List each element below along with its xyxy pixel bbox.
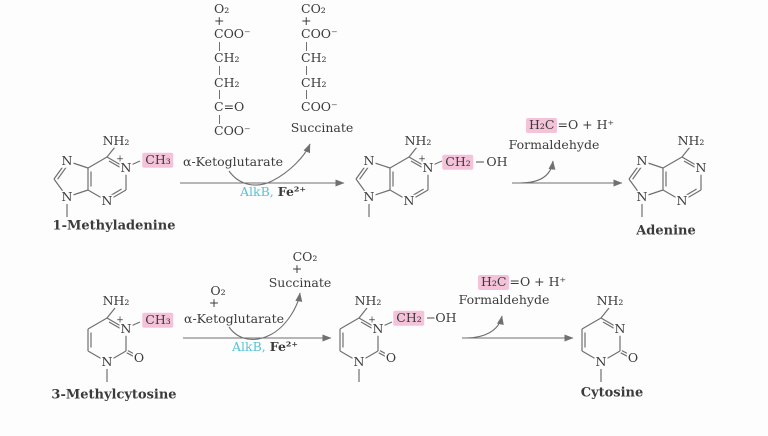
formaldehyde-curve-arrow-bottom <box>465 315 504 339</box>
amine-group-label: NH₂ <box>101 132 131 148</box>
n3-atom-label: N <box>613 320 627 336</box>
formula-o2: O₂ <box>210 282 226 298</box>
formula-coo: COO⁻ <box>214 25 251 41</box>
bond-bar <box>219 66 220 76</box>
plus-charge: + <box>116 154 124 165</box>
n3-atom-label: N <box>100 192 114 208</box>
formula-ch2: CH₂ <box>301 74 327 90</box>
alpha-ketoglutarate-label: α-Ketoglutarate <box>182 153 284 169</box>
formaldehyde-formula-bottom: H₂C =O + H⁺ <box>478 275 566 290</box>
adenine-label: Adenine <box>635 223 697 239</box>
formaldehyde-label: Formaldehyde <box>508 136 600 152</box>
formula-co2: CO₂ <box>292 248 318 264</box>
alpha-ketoglutarate-label: α-Ketoglutarate <box>184 310 284 326</box>
succinate-label: Succinate <box>289 119 355 135</box>
bond-bar <box>219 90 220 100</box>
methylcytosine-label: 3-Methylcytosine <box>50 387 178 403</box>
n3-atom-label: N <box>402 192 416 208</box>
carbonyl-oxygen-label: O <box>132 349 146 365</box>
succinate-structure: CO₂ + COO⁻ CH₂ CH₂ COO⁻ <box>301 1 338 114</box>
carbonyl-oxygen-label: O <box>384 349 398 365</box>
plus-charge: + <box>368 315 376 326</box>
hydroxyl-group-label: OH <box>485 153 509 169</box>
succinate-curve-arrow-bottom <box>228 292 303 340</box>
substituent-bonds <box>130 160 484 327</box>
hydroxymethyl-group-highlight: CH₂ <box>442 154 474 170</box>
methyladenine-label: 1-Methyladenine <box>51 218 177 234</box>
iron-cofactor-label: Fe²⁺ <box>269 339 298 354</box>
cytosine-skeleton <box>581 307 631 383</box>
amine-group-label: NH₂ <box>403 132 433 148</box>
plus-sign: + <box>291 260 303 276</box>
bond-bar <box>219 114 220 124</box>
amine-group-label: NH₂ <box>353 292 383 308</box>
amine-group-label: NH₂ <box>595 292 625 308</box>
formula-co2: CO₂ <box>301 1 326 16</box>
hydroxymethyl-cytosine-skeleton <box>339 307 389 383</box>
h2c-highlight: H₂C <box>478 275 510 290</box>
formula-coo: COO⁻ <box>301 25 338 41</box>
n1-atom-label: N <box>421 159 435 175</box>
formaldehyde-formula-rest: =O + H⁺ <box>557 117 615 132</box>
n1-atom-label: N <box>352 353 366 369</box>
alkb-enzyme-label: AlkB, <box>240 184 274 199</box>
bond-bar <box>306 41 307 51</box>
formula-coo: COO⁻ <box>214 123 251 139</box>
n3-atom-label: N <box>371 320 385 336</box>
n1-atom-label: N <box>100 353 114 369</box>
plus-sign: + <box>214 13 225 29</box>
formaldehyde-formula-top: H₂C =O + H⁺ <box>526 118 614 133</box>
bond-bar <box>219 41 220 51</box>
cytosine-label: Cytosine <box>579 385 645 401</box>
alpha-ketoglutarate-structure: O₂ + COO⁻ CH₂ CH₂ C=O COO⁻ <box>214 1 251 139</box>
formula-ch2: CH₂ <box>301 50 327 66</box>
h2c-highlight: H₂C <box>526 118 558 133</box>
n7-atom-label: N <box>635 152 649 168</box>
n7-atom-label: N <box>60 152 74 168</box>
formaldehyde-formula-rest: =O + H⁺ <box>509 274 567 289</box>
formula-coo: COO⁻ <box>301 98 338 114</box>
bond-bar <box>306 66 307 76</box>
formula-o2: O₂ <box>214 1 230 16</box>
n3-atom-label: N <box>675 192 689 208</box>
catalyst-top: AlkB, Fe²⁺ <box>240 184 306 199</box>
formaldehyde-curve-arrow-top <box>519 160 556 184</box>
formula-ch2: CH₂ <box>214 50 240 66</box>
succinate-label: Succinate <box>268 274 332 290</box>
formula-keto: C=O <box>214 98 245 114</box>
plus-sign: + <box>301 13 312 29</box>
amine-group-label: NH₂ <box>101 292 131 308</box>
hydroxyl-group-label: OH <box>434 309 458 325</box>
n9-atom-label: N <box>60 188 74 204</box>
methyl-group-highlight: CH₃ <box>142 152 174 168</box>
carbonyl-oxygen-label: O <box>626 349 640 365</box>
formaldehyde-label: Formaldehyde <box>458 291 550 307</box>
catalyst-bottom: AlkB, Fe²⁺ <box>232 339 298 354</box>
succinate-curve-arrow-top <box>228 143 311 186</box>
plus-charge: + <box>116 315 124 326</box>
n7-atom-label: N <box>362 152 376 168</box>
alkb-enzyme-label: AlkB, <box>232 339 266 354</box>
amine-group-label: NH₂ <box>676 132 706 148</box>
methylcytosine-skeleton <box>87 307 137 383</box>
plus-charge: + <box>418 154 426 165</box>
iron-cofactor-label: Fe²⁺ <box>277 184 306 199</box>
hydroxymethyl-group-highlight: CH₂ <box>393 310 425 326</box>
n1-atom-label: N <box>594 353 608 369</box>
n9-atom-label: N <box>362 188 376 204</box>
n9-atom-label: N <box>635 188 649 204</box>
bond-bar <box>306 90 307 100</box>
n1-atom-label: N <box>119 159 133 175</box>
n3-atom-label: N <box>119 320 133 336</box>
n1-atom-label: N <box>694 159 708 175</box>
plus-sign: + <box>208 294 220 310</box>
formula-ch2: CH₂ <box>214 74 240 90</box>
methyl-group-highlight: CH₃ <box>142 312 174 328</box>
